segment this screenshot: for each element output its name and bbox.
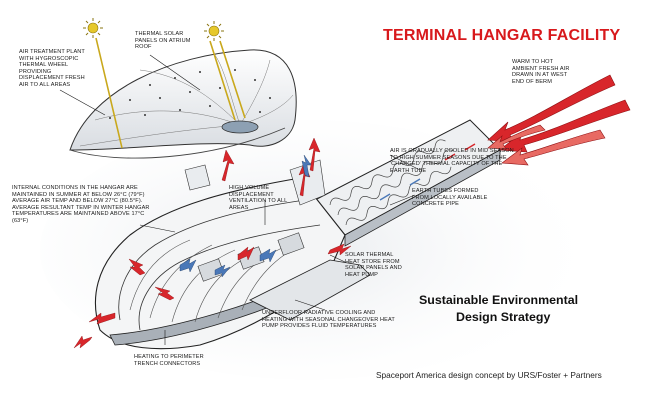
sun-icon xyxy=(83,18,103,38)
leader-lines xyxy=(59,54,421,345)
annotation-air-treatment: AIR TREATMENT PLANT WITH HYGROSCOPIC THE… xyxy=(19,49,85,88)
annotation-perimeter: HEATING TO PERIMETER TRENCH CONNECTORS xyxy=(134,354,204,367)
annotation-heat-store: SOLAR THERMAL HEAT STORE FROM SOLAR PANE… xyxy=(345,252,402,278)
annotation-cooled-air: AIR IS GRADUALLY COOLED IN MID SEASON TO… xyxy=(390,148,514,174)
atrium-roof xyxy=(69,49,297,159)
annotation-solar-panels: THERMAL SOLAR PANELS ON ATRIUM ROOF xyxy=(135,31,191,51)
annotation-internal-conditions: INTERNAL CONDITIONS IN THE HANGAR ARE MA… xyxy=(12,185,150,224)
sun-ray-lines xyxy=(95,37,246,149)
page-title: TERMINAL HANGAR FACILITY xyxy=(383,27,621,44)
roof-oculus xyxy=(221,120,259,134)
annotation-ventilation: HIGH VOLUME DISPLACEMENT VENTILATION TO … xyxy=(229,185,288,211)
sun-icon xyxy=(204,21,224,41)
annotation-earth-tubes: EARTH TUBES FORMED FROM LOCALLY AVAILABL… xyxy=(412,188,488,208)
annotation-warm-air: WARM TO HOT AMBIENT FRESH AIR DRAWN IN A… xyxy=(512,59,570,85)
credit-line: Spaceport America design concept by URS/… xyxy=(376,370,602,380)
hangar-building xyxy=(94,159,371,350)
warm-flow-arrows xyxy=(73,137,352,349)
warm-air-arrows xyxy=(487,74,631,166)
earth-tube xyxy=(314,119,501,247)
cool-flow-arrows xyxy=(179,154,312,278)
strategy-heading-line1: Sustainable Environmental xyxy=(419,293,579,307)
annotation-underfloor: UNDERFLOOR RADIATIVE COOLING AND HEATING… xyxy=(262,310,395,330)
strategy-heading-line2: Design Strategy xyxy=(456,310,551,324)
